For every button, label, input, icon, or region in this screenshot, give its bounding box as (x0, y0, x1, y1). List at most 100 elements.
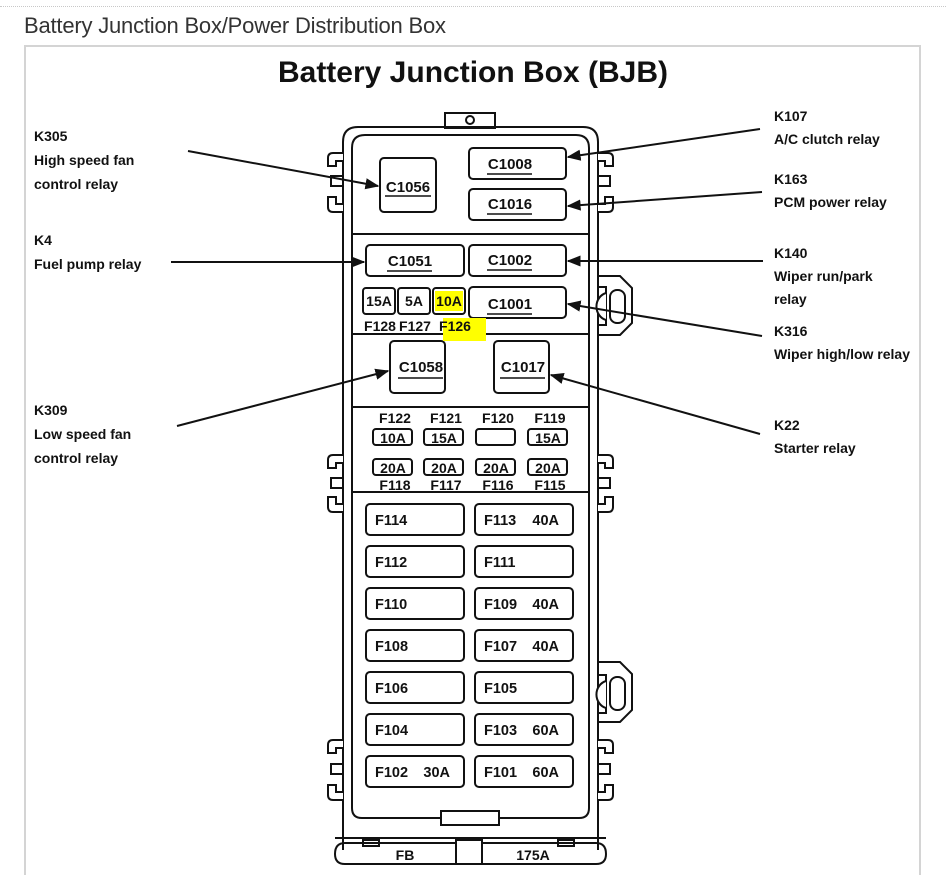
fuse-id: F106 (375, 681, 408, 697)
side-clips-right (597, 152, 614, 801)
fuse-id: F107 (484, 639, 517, 655)
connector-c1056[interactable] (379, 157, 437, 213)
connector-c1056-label: C1056 (386, 179, 430, 196)
fuse-id: F120 (482, 410, 514, 426)
callout-code-k107: K107 (774, 108, 808, 124)
fuse-rating: 15A (431, 430, 457, 446)
page-heading: Battery Junction Box/Power Distribution … (24, 13, 446, 38)
fuse-rating: 60A (532, 723, 559, 739)
fuse-rating: 15A (366, 293, 392, 309)
maxi-fuse-f108[interactable] (365, 629, 465, 662)
fuse-rating: 20A (535, 460, 561, 476)
fuse-id: F115 (534, 477, 565, 493)
diagram-title: Battery Junction Box (BJB) (278, 56, 668, 89)
leader-k305 (187, 150, 380, 190)
fuse-id: F112 (375, 555, 407, 571)
fuse-rating: 10A (380, 430, 406, 446)
callout-description: Starter relay (774, 440, 856, 456)
callout-description: A/C clutch relay (774, 131, 880, 147)
fuse-id: F117 (430, 477, 461, 493)
mini-fuse-f119[interactable] (527, 428, 568, 446)
fuse-id: F127 (399, 318, 431, 334)
bottom-label-fb: FB (396, 847, 415, 863)
connector-c1001-label: C1001 (488, 296, 532, 313)
bottom-label-175a: 175A (516, 847, 549, 863)
maxi-fuse-f107[interactable] (474, 629, 574, 662)
leader-k22 (549, 373, 761, 435)
mini-fuse-f122[interactable] (372, 428, 413, 446)
callout-description: control relay (34, 176, 118, 192)
maxi-fuse-f110[interactable] (365, 587, 465, 620)
fuse-id: F110 (375, 597, 407, 613)
callout-code-k309: K309 (34, 402, 68, 418)
fuse-id: F111 (484, 555, 515, 571)
maxi-fuse-f104[interactable] (365, 713, 465, 746)
mini-fuse-f118[interactable] (372, 458, 413, 476)
diagram-frame (24, 45, 921, 875)
top-divider (0, 6, 946, 7)
side-clips-left (327, 152, 344, 801)
fuse-rating: 5A (405, 293, 423, 309)
maxi-fuse-f103[interactable] (474, 713, 574, 746)
fuse-id: F105 (484, 681, 517, 697)
maxi-fuse-f106[interactable] (365, 671, 465, 704)
mini-fuse-f120[interactable] (475, 428, 516, 446)
fuse-rating: 60A (532, 765, 559, 781)
maxi-fuse-f102[interactable] (365, 755, 465, 788)
connector-c1001[interactable] (468, 286, 567, 319)
maxi-fuse-f111[interactable] (474, 545, 574, 578)
connector-c1002[interactable] (468, 244, 567, 277)
side-latch-upper (595, 275, 633, 336)
fuse-id: F126 (439, 318, 471, 334)
mini-fuse-f127[interactable] (397, 287, 431, 315)
fuse-id: F113 (484, 513, 516, 529)
connector-c1051-label: C1051 (388, 253, 432, 270)
maxi-fuse-f114[interactable] (365, 503, 465, 536)
mini-fuse-f128[interactable] (362, 287, 396, 315)
callout-code-k163: K163 (774, 171, 808, 187)
connector-c1016[interactable] (468, 188, 567, 221)
fuse-rating: 20A (431, 460, 457, 476)
connector-c1051[interactable] (365, 244, 465, 277)
callout-code-k305: K305 (34, 128, 68, 144)
fuse-rating: 20A (483, 460, 509, 476)
fuse-id: F103 (484, 723, 517, 739)
fuse-rating: 40A (532, 513, 559, 529)
leader-k163 (566, 191, 763, 211)
fuse-id: F121 (430, 410, 462, 426)
fuse-id: F128 (364, 318, 396, 334)
callout-code-k140: K140 (774, 245, 808, 261)
fuse-rating: 15A (535, 430, 561, 446)
fuse-id: F118 (379, 477, 410, 493)
maxi-fuse-f109[interactable] (474, 587, 574, 620)
fuse-label-highlight (443, 318, 486, 341)
leader-k316 (566, 300, 763, 337)
callout-code-k4: K4 (34, 232, 52, 248)
maxi-fuse-f112[interactable] (365, 545, 465, 578)
callout-description: relay (774, 291, 807, 307)
fuse-id: F104 (375, 723, 408, 739)
connector-c1016-label: C1016 (488, 196, 532, 213)
callout-code-k22: K22 (774, 417, 800, 433)
maxi-fuse-f101[interactable] (474, 755, 574, 788)
mini-fuse-f117[interactable] (423, 458, 464, 476)
callout-description: Wiper high/low relay (774, 346, 910, 362)
maxi-fuse-f113[interactable] (474, 503, 574, 536)
fuse-id: F109 (484, 597, 517, 613)
fuse-highlight (435, 291, 463, 311)
connector-c1058[interactable] (389, 340, 446, 394)
leader-k107 (566, 128, 761, 161)
mini-fuse-f116[interactable] (475, 458, 516, 476)
fuse-id: F101 (484, 765, 517, 781)
callout-description: Low speed fan (34, 426, 131, 442)
callout-description: Fuel pump relay (34, 256, 142, 272)
connector-c1008[interactable] (468, 147, 567, 180)
mini-fuse-f115[interactable] (527, 458, 568, 476)
mini-fuse-f121[interactable] (423, 428, 464, 446)
connector-c1017[interactable] (493, 340, 550, 394)
maxi-fuse-f105[interactable] (474, 671, 574, 704)
fuse-rating: 40A (532, 639, 559, 655)
side-latch-lower (595, 661, 633, 723)
mini-fuse-f126[interactable] (432, 287, 466, 315)
